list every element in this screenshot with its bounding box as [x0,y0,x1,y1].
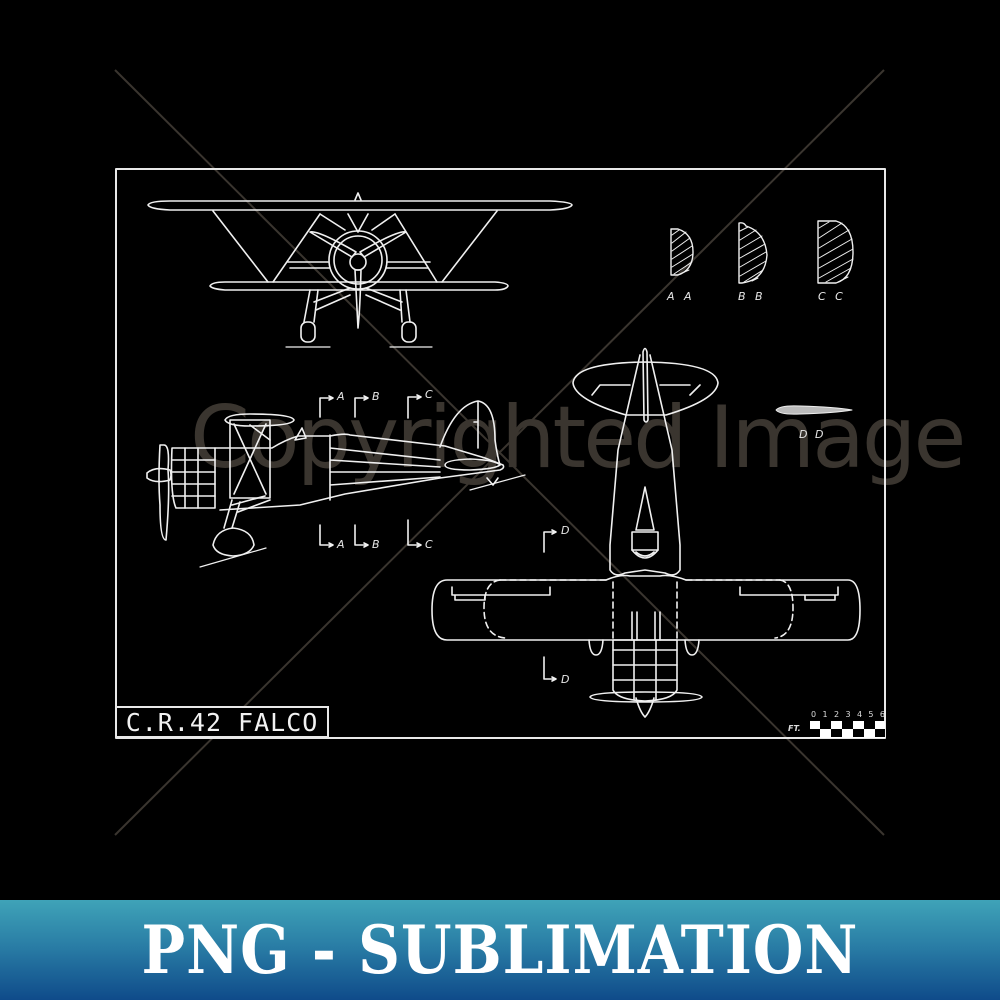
blueprint-canvas: Copyrighted Image [114,69,967,836]
section-marker-b-bottom: B [372,538,380,551]
blueprint-drawing [115,168,886,739]
side-view [146,394,526,568]
section-label-dd: D D [799,428,826,441]
scale-unit: FT. [788,724,801,733]
section-marker-d-bottom: D [561,673,570,686]
front-view [147,192,573,348]
section-label-bb: B B [738,290,766,303]
scale-number: 5 [868,710,874,719]
section-marker-a-top: A [337,390,345,403]
scale-number: 1 [822,710,828,719]
banner-text: PNG - SUBLIMATION [141,910,859,990]
section-bb [738,222,768,284]
scale-numbers: 0 1 2 3 4 5 6 [811,710,885,719]
drawing-title: C.R.42 FALCO [115,706,329,738]
section-cc [817,220,854,284]
top-view [431,347,861,718]
scale-number: 3 [845,710,851,719]
scale-number: 0 [811,710,817,719]
section-marker-a-bottom: A [337,538,345,551]
section-marker-d-top: D [561,524,570,537]
scale-number: 4 [856,710,863,719]
section-dd [775,405,853,415]
scale-number: 6 [879,710,885,719]
section-aa [670,228,694,276]
section-marker-b-top: B [372,390,380,403]
section-profiles [670,220,854,284]
section-marker-c-bottom: C [425,538,433,551]
scale-bar [810,721,885,738]
section-label-cc: C C [818,290,846,303]
scale-number: 2 [833,710,840,719]
sublimation-banner: PNG - SUBLIMATION [0,900,1000,1000]
section-marker-c-top: C [425,388,433,401]
drawing-frame [115,168,886,739]
section-label-aa: A A [667,290,695,303]
